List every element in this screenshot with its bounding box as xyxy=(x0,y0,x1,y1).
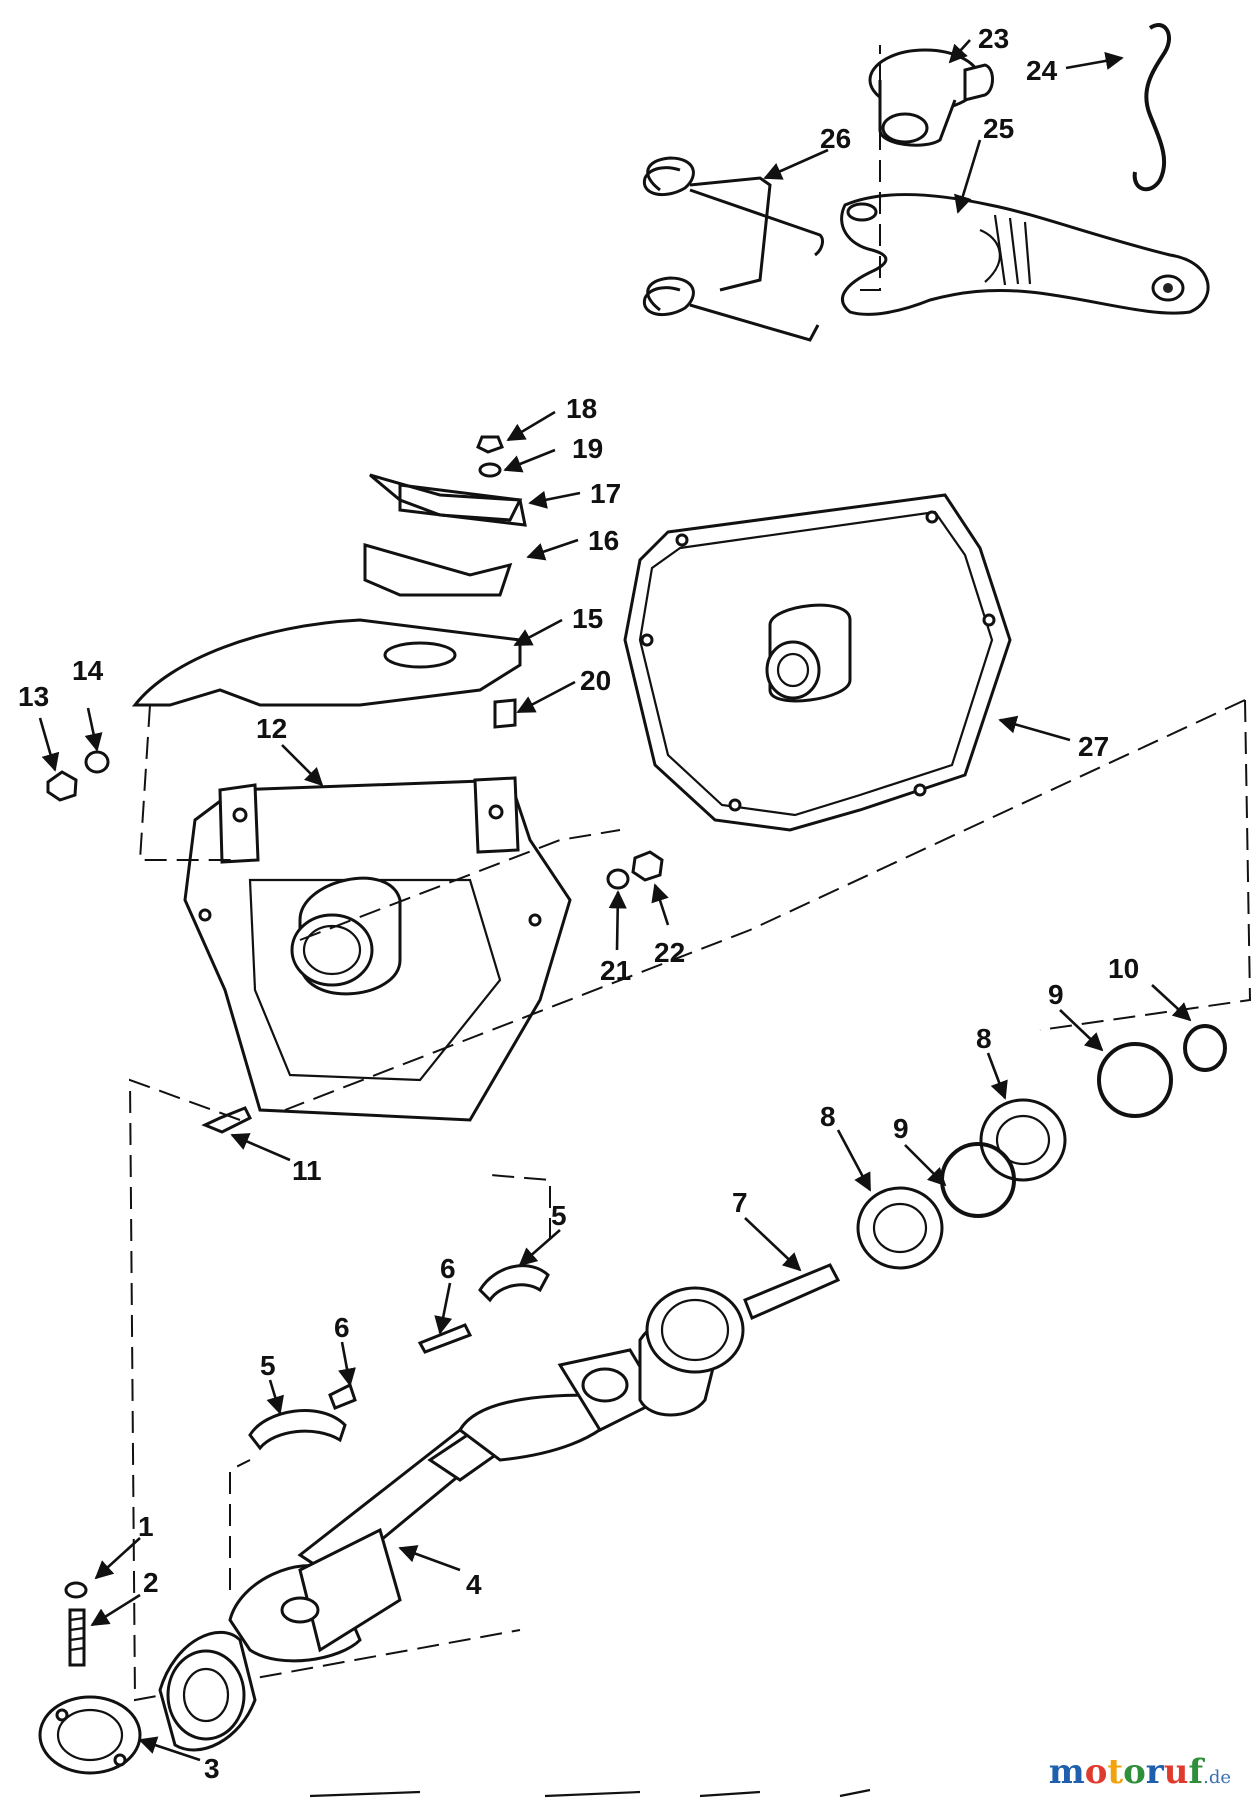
wm-letter: u xyxy=(1163,1752,1189,1792)
wm-letter: o xyxy=(1123,1752,1146,1792)
callout-5-left: 5 xyxy=(260,1350,276,1381)
callout-14: 14 xyxy=(72,655,104,686)
callout-6-right: 6 xyxy=(440,1253,456,1284)
callout-13: 13 xyxy=(18,681,49,712)
callout-1: 1 xyxy=(138,1511,154,1542)
driveshaft-part xyxy=(228,1263,841,1663)
callout-leaders xyxy=(38,39,1192,1762)
hook-part xyxy=(1132,23,1171,192)
shield-assembly-part xyxy=(131,473,527,707)
callout-3: 3 xyxy=(204,1753,220,1784)
bell-housing-part xyxy=(183,776,572,1122)
callout-5-right: 5 xyxy=(551,1200,567,1231)
wm-suffix: .de xyxy=(1203,1767,1231,1788)
ujoint-straps-part xyxy=(248,1264,550,1451)
callout-7: 7 xyxy=(732,1187,748,1218)
input-yoke-part xyxy=(38,1581,257,1775)
return-spring-part xyxy=(642,156,824,342)
callout-4: 4 xyxy=(466,1569,482,1600)
release-fork-part xyxy=(840,193,1210,316)
callout-12: 12 xyxy=(256,713,287,744)
callout-27: 27 xyxy=(1078,731,1109,762)
callout-26: 26 xyxy=(820,123,851,154)
bottom-edge-fragments xyxy=(309,1788,871,1798)
adapter-plate-part xyxy=(623,493,1012,832)
callout-24: 24 xyxy=(1026,55,1058,86)
callout-25: 25 xyxy=(983,113,1014,144)
callout-labels: 1 2 3 4 5 5 6 6 7 8 8 9 9 10 11 12 13 14… xyxy=(18,23,1139,1784)
callout-18: 18 xyxy=(566,393,597,424)
callout-9-right: 9 xyxy=(1048,979,1064,1010)
callout-8-left: 8 xyxy=(820,1101,836,1132)
wm-letter: m xyxy=(1048,1752,1085,1792)
callout-9-left: 9 xyxy=(893,1113,909,1144)
callout-15: 15 xyxy=(572,603,603,634)
callout-17: 17 xyxy=(590,478,621,509)
hardware-parts xyxy=(46,435,664,1134)
callout-20: 20 xyxy=(580,665,611,696)
bearings-and-rings xyxy=(856,1024,1227,1270)
callout-2: 2 xyxy=(143,1567,159,1598)
motoruf-watermark: motoruf.de xyxy=(1049,1752,1231,1792)
alignment-lines xyxy=(128,45,1252,1702)
callout-11: 11 xyxy=(292,1155,322,1186)
callout-22: 22 xyxy=(654,937,685,968)
callout-19: 19 xyxy=(572,433,603,464)
callout-8-right: 8 xyxy=(976,1023,992,1054)
callout-23: 23 xyxy=(978,23,1009,54)
callout-16: 16 xyxy=(588,525,619,556)
wm-letter: r xyxy=(1145,1752,1164,1792)
callout-10: 10 xyxy=(1108,953,1139,984)
bearing-carrier-part xyxy=(868,48,994,147)
callout-21: 21 xyxy=(600,955,631,986)
wm-letter: t xyxy=(1107,1752,1124,1792)
callout-6-left: 6 xyxy=(334,1312,350,1343)
wm-letter: f xyxy=(1188,1752,1204,1792)
wm-letter: o xyxy=(1084,1752,1108,1792)
